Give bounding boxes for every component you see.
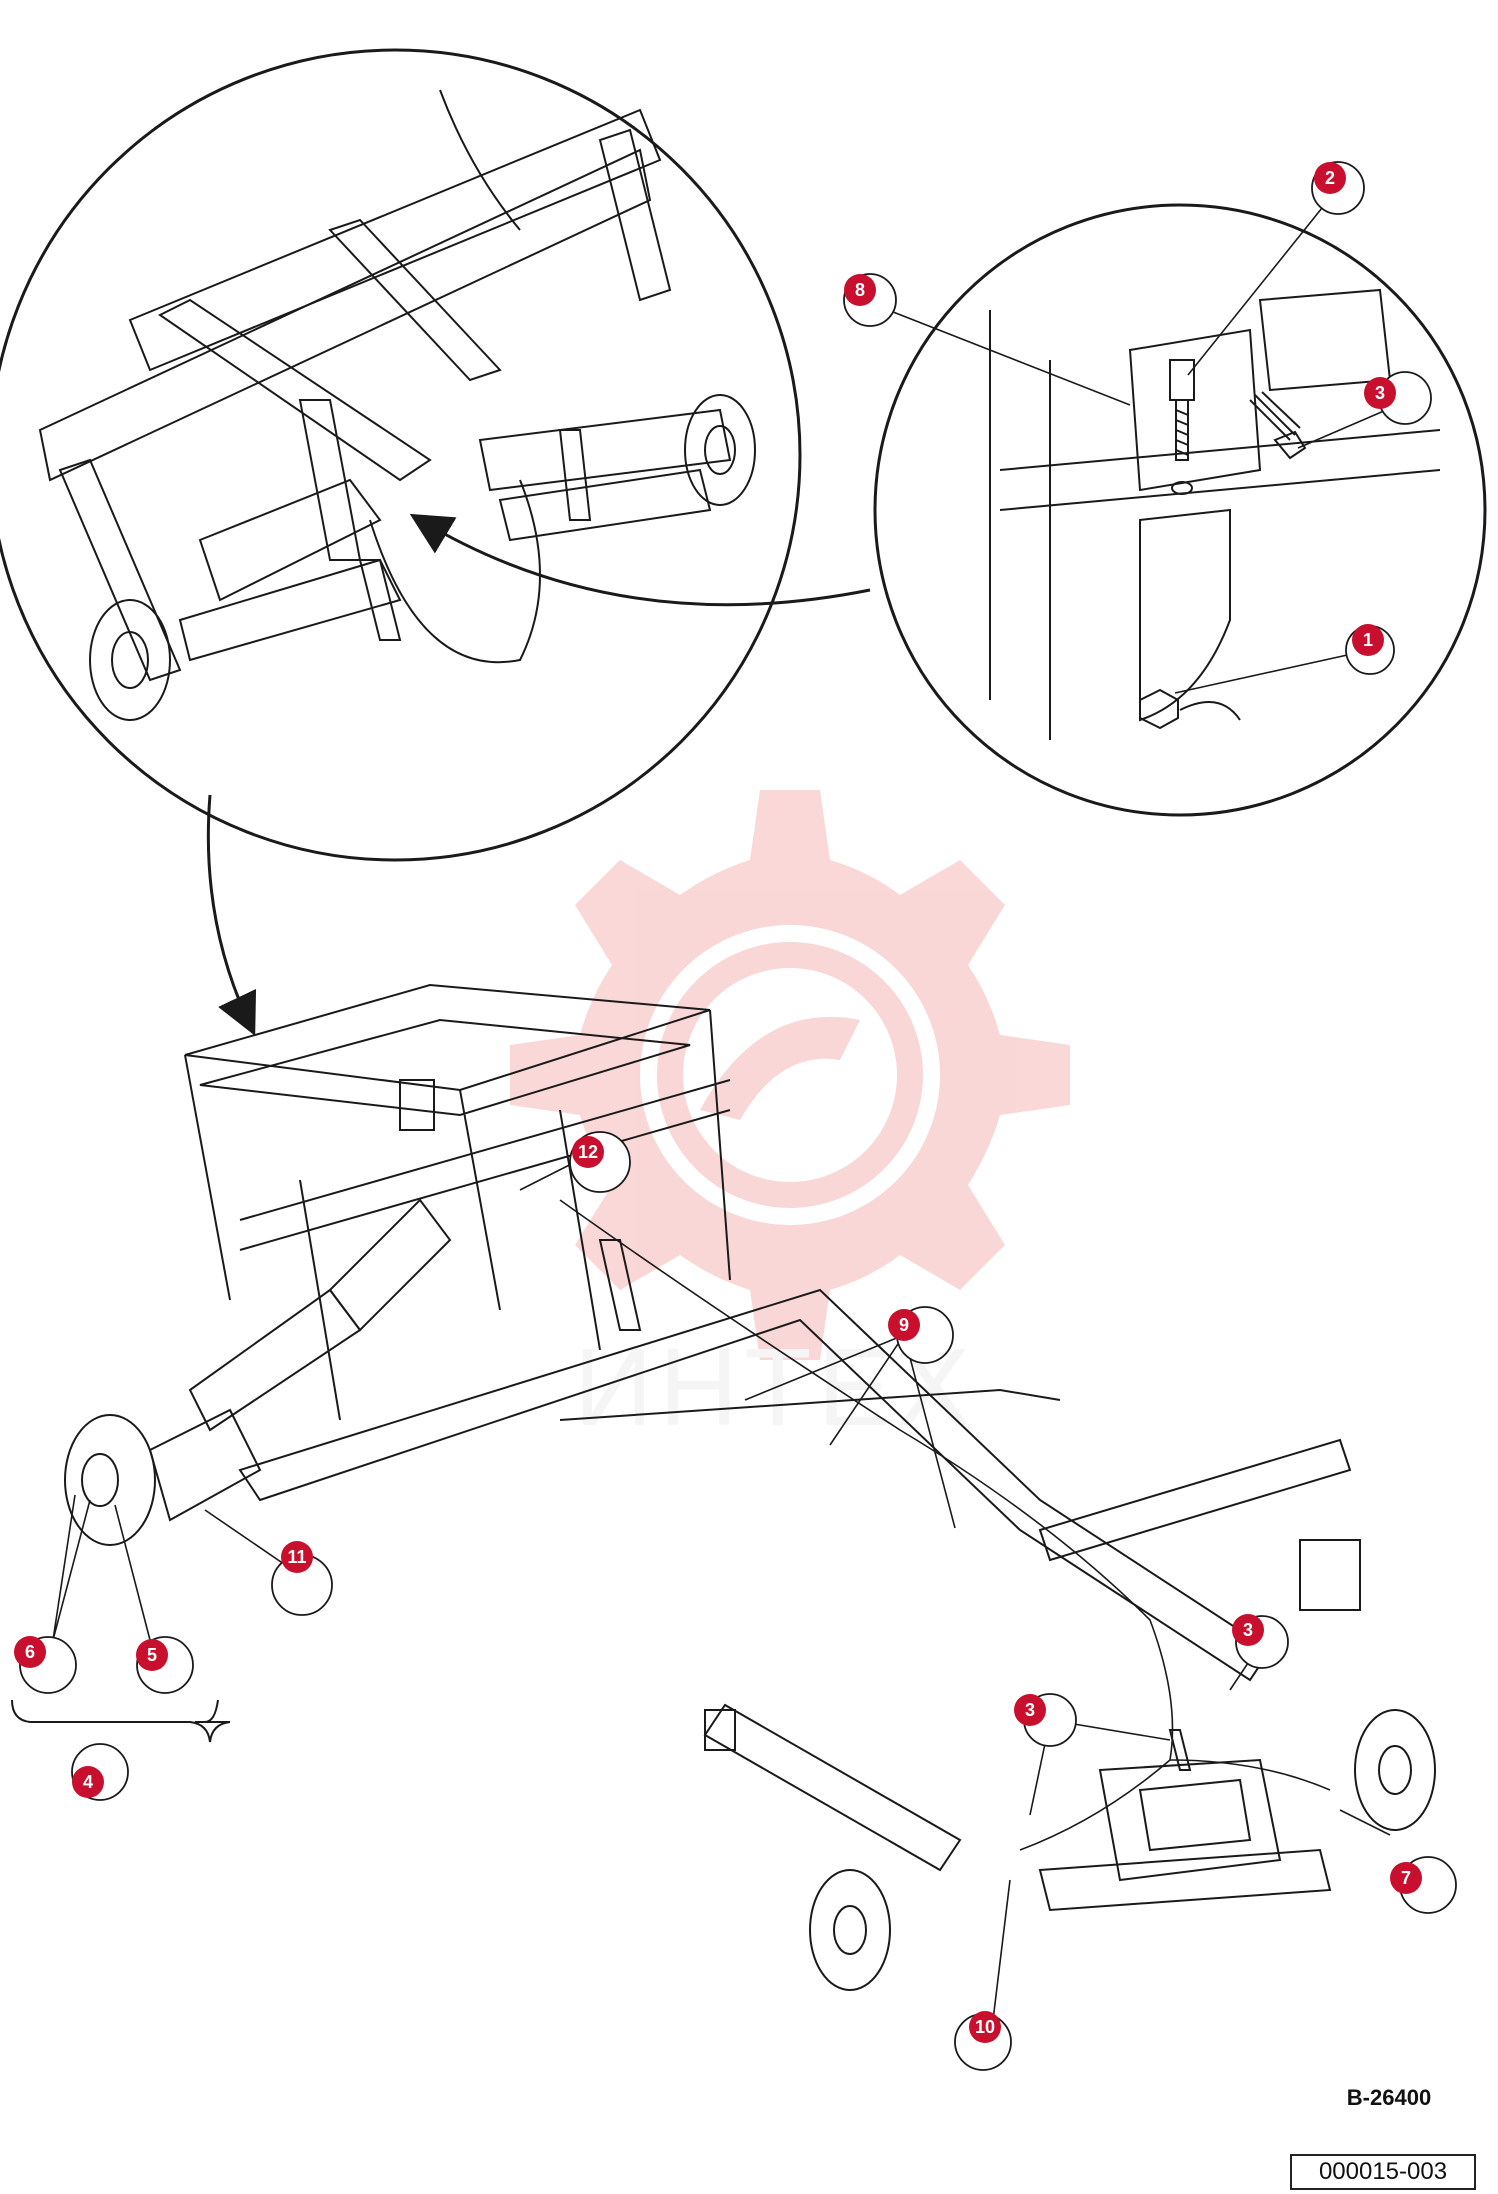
- callout-5: 5: [136, 1636, 194, 1694]
- callout-6: 6: [14, 1636, 77, 1694]
- callout-7-label: 7: [1401, 1868, 1411, 1888]
- callout-10: 10: [954, 2011, 1012, 2071]
- callout-6-label: 6: [25, 1642, 35, 1662]
- document-code-box: 000015-003: [1290, 2154, 1476, 2190]
- view-connector-arrows: [206, 513, 871, 1036]
- callout-10-label: 10: [975, 2017, 995, 2037]
- callout-8: 8: [843, 273, 897, 327]
- callout-5-label: 5: [147, 1645, 157, 1665]
- detail-view-bolt-mount: [873, 203, 1487, 817]
- callout-3b-label: 3: [1243, 1620, 1253, 1640]
- callout-9: 9: [888, 1306, 954, 1364]
- callout-3c-label: 3: [1025, 1700, 1035, 1720]
- callout-1-label: 1: [1363, 630, 1373, 650]
- callout-2: 2: [1311, 161, 1365, 215]
- callout-2-label: 2: [1325, 168, 1335, 188]
- callout-3a-label: 3: [1375, 383, 1385, 403]
- callout-4-label: 4: [83, 1772, 93, 1792]
- watermark-logo: ИНТЕХ: [510, 790, 1070, 1449]
- callout-4: 4: [71, 1743, 129, 1801]
- callout-9-label: 9: [899, 1315, 909, 1335]
- group-bracket-right: [195, 1699, 219, 1723]
- detail-view-frame-suspension: [0, 48, 802, 862]
- group-bracket: [11, 1699, 231, 1743]
- callout-11-label: 11: [287, 1547, 306, 1567]
- figure-code: B-26400: [1346, 2085, 1432, 2110]
- callout-3a: 3: [1364, 371, 1432, 425]
- callout-1: 1: [1345, 624, 1395, 675]
- callout-3c: 3: [1014, 1693, 1077, 1747]
- leader-lines: [52, 187, 1401, 2046]
- callout-12: 12: [569, 1131, 631, 1193]
- callout-12-label: 12: [578, 1142, 598, 1162]
- callout-3b: 3: [1232, 1614, 1289, 1669]
- callout-11: 11: [271, 1541, 333, 1616]
- callout-8-label: 8: [855, 280, 865, 300]
- callouts: 1 2 3 3 3 4 5: [14, 161, 1457, 2071]
- callout-7: 7: [1390, 1856, 1457, 1914]
